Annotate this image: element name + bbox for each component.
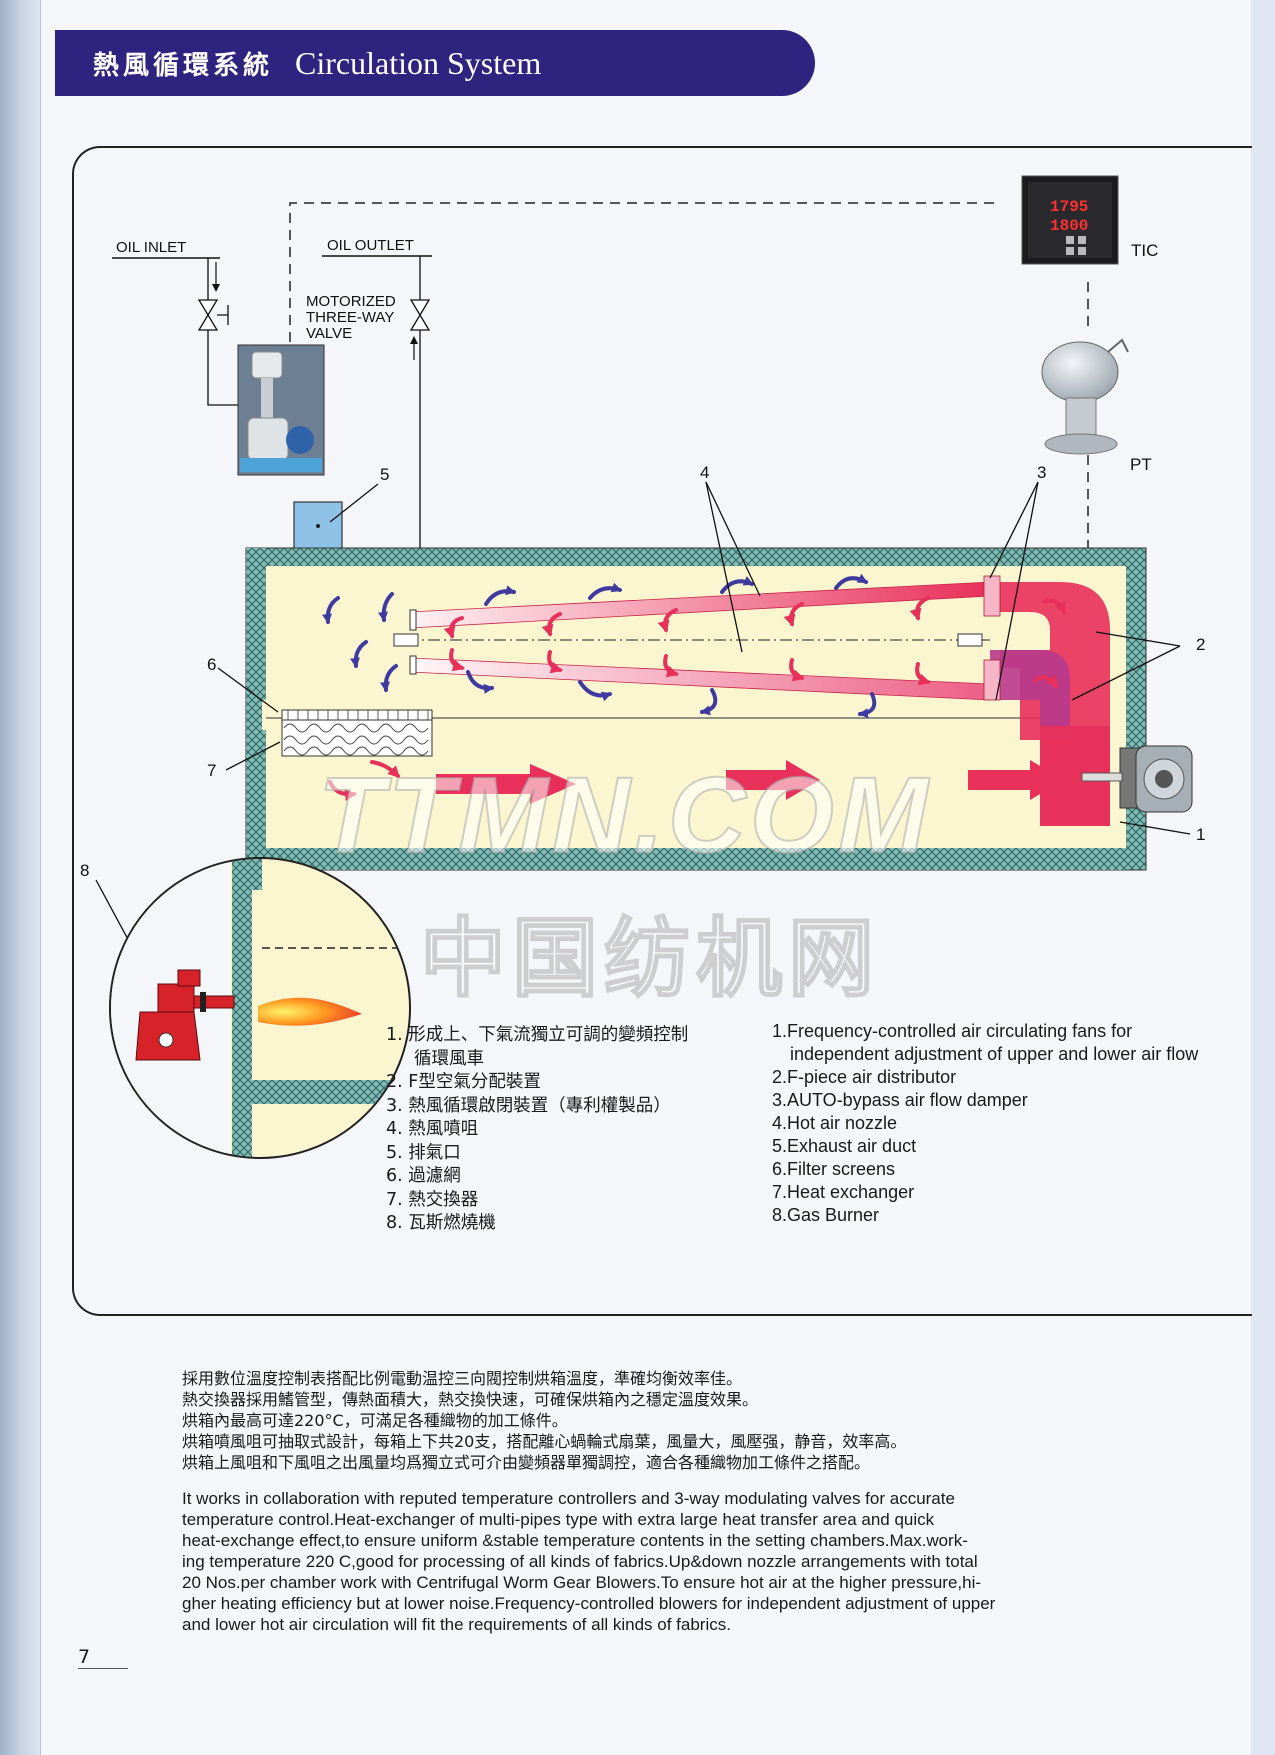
callout-8: 8 bbox=[80, 861, 89, 880]
page-number: 7 bbox=[78, 1646, 128, 1669]
legend-en-item-1: 1.Frequency-controlled air circulating f… bbox=[772, 1021, 1133, 1041]
motorized-three-way-valve bbox=[237, 344, 325, 476]
legend-en-item-4: 4.Hot air nozzle bbox=[772, 1113, 898, 1133]
oven-chamber bbox=[266, 566, 1126, 848]
air-flow-arrows bbox=[322, 573, 877, 719]
legend-zh-item-3: 3. 熱風循環啟閉裝置（專利權製品） bbox=[386, 1095, 671, 1116]
desc-en-line-1: It works in collaboration with reputed t… bbox=[182, 1489, 955, 1508]
oil-inlet-label: OIL INLET bbox=[116, 239, 186, 256]
gas-burner-icon bbox=[135, 969, 235, 1061]
controller-readout-bottom: 1800 bbox=[1050, 217, 1088, 235]
valve-label-line3: VALVE bbox=[306, 325, 352, 342]
callout-2: 2 bbox=[1196, 635, 1205, 654]
diagram-frame bbox=[72, 146, 1252, 1316]
signal-line bbox=[289, 202, 1000, 410]
callout-7: 7 bbox=[207, 761, 216, 780]
legend-en-item-6: 6.Filter screens bbox=[772, 1159, 896, 1179]
legend-en-item-1-cont: independent adjustment of upper and lowe… bbox=[790, 1044, 1199, 1064]
oil-outlet-label: OIL OUTLET bbox=[327, 237, 414, 254]
inlet-valve-symbol bbox=[197, 299, 229, 331]
circulating-fan-motor bbox=[1081, 745, 1193, 813]
valve-label-line2: THREE-WAY bbox=[306, 309, 394, 326]
description-english: It works in collaboration with reputed t… bbox=[182, 1488, 1182, 1635]
title-chinese: 熱風循環系統 bbox=[93, 50, 274, 81]
filter-screens bbox=[281, 709, 433, 721]
legend-zh-item-1-cont: 循環風車 bbox=[414, 1048, 484, 1069]
callout-4: 4 bbox=[700, 463, 709, 482]
legend-en-item-3: 3.AUTO-bypass air flow damper bbox=[772, 1090, 1028, 1110]
legend-english: 1.Frequency-controlled air circulating f… bbox=[772, 1020, 1198, 1227]
desc-en-line-7: and lower hot air circulation will fit t… bbox=[182, 1615, 731, 1634]
callout-3: 3 bbox=[1037, 463, 1046, 482]
description-chinese: 採用數位溫度控制表搭配比例電動温控三向閥控制烘箱溫度，準確均衡效率佳。 熱交換器… bbox=[182, 1368, 1182, 1473]
title-bar: 熱風循環系統 Circulation System bbox=[55, 30, 815, 96]
heat-exchanger bbox=[281, 719, 433, 757]
desc-zh-line-4: 烘箱噴風咀可抽取式設計，每箱上下共20支，搭配離心蝸輪式扇葉，風量大，風壓强，静… bbox=[182, 1432, 907, 1451]
desc-zh-line-1: 採用數位溫度控制表搭配比例電動温控三向閥控制烘箱溫度，準確均衡效率佳。 bbox=[182, 1369, 743, 1388]
callout-1: 1 bbox=[1196, 825, 1205, 844]
legend-zh-item-8: 8. 瓦斯燃燒機 bbox=[386, 1213, 496, 1233]
pressure-transmitter bbox=[1041, 338, 1129, 455]
legend-en-item-2: 2.F-piece air distributor bbox=[772, 1067, 957, 1087]
title-english: Circulation System bbox=[295, 44, 542, 81]
desc-zh-line-2: 熱交換器採用鰭管型，傳熱面積大，熱交換快速，可確保烘箱內之穩定溫度效果。 bbox=[182, 1390, 759, 1409]
desc-en-line-6: gher heating efficiency but at lower noi… bbox=[182, 1594, 996, 1613]
return-air-arrows bbox=[436, 760, 1064, 804]
legend-en-item-7: 7.Heat exchanger bbox=[772, 1182, 915, 1202]
legend-zh-item-5: 5. 排氣口 bbox=[386, 1142, 461, 1163]
legend-chinese: 1. 形成上、下氣流獨立可調的變頻控制 循環風車 2. F型空氣分配裝置 3. … bbox=[386, 1024, 688, 1236]
gas-burner-detail bbox=[109, 857, 411, 1159]
tic-label: TIC bbox=[1131, 241, 1158, 260]
legend-en-item-5: 5.Exhaust air duct bbox=[772, 1136, 917, 1156]
outlet-valve-symbol bbox=[409, 299, 431, 331]
desc-en-line-3: heat-exchange effect,to ensure uniform &… bbox=[182, 1531, 968, 1550]
legend-zh-item-7: 7. 熱交換器 bbox=[386, 1189, 479, 1210]
pt-label: PT bbox=[1130, 455, 1152, 474]
legend-zh-item-4: 4. 熱風噴咀 bbox=[386, 1119, 479, 1139]
temperature-controller: 1795 1800 bbox=[1021, 175, 1119, 265]
desc-zh-line-5: 烘箱上風咀和下風咀之出風量均爲獨立式可介由變頻器單獨調控，適合各種織物加工條件之… bbox=[182, 1453, 871, 1472]
legend-zh-item-1: 1. 形成上、下氣流獨立可調的變頻控制 bbox=[386, 1025, 689, 1045]
legend-zh-item-6: 6. 過濾網 bbox=[386, 1166, 461, 1186]
controller-readout-top: 1795 bbox=[1050, 198, 1088, 216]
callout-6: 6 bbox=[207, 655, 216, 674]
legend-en-item-8: 8.Gas Burner bbox=[772, 1205, 880, 1225]
desc-en-line-4: ing temperature 220 C,good for processin… bbox=[182, 1552, 978, 1571]
desc-zh-line-3: 烘箱內最高可達220°C，可滿足各種織物的加工條件。 bbox=[182, 1411, 568, 1430]
valve-label-line1: MOTORIZED bbox=[306, 293, 396, 310]
legend-zh-item-2: 2. F型空氣分配裝置 bbox=[386, 1072, 541, 1092]
oil-inlet-pipe bbox=[207, 258, 238, 406]
watermark-english: TTMN.COM bbox=[317, 753, 932, 876]
callout-5: 5 bbox=[380, 465, 389, 484]
desc-en-line-2: temperature control.Heat-exchanger of mu… bbox=[182, 1510, 935, 1529]
watermark-chinese: 中国纺机网 bbox=[419, 908, 880, 1010]
desc-en-line-5: 20 Nos.per chamber work with Centrifugal… bbox=[182, 1573, 982, 1592]
